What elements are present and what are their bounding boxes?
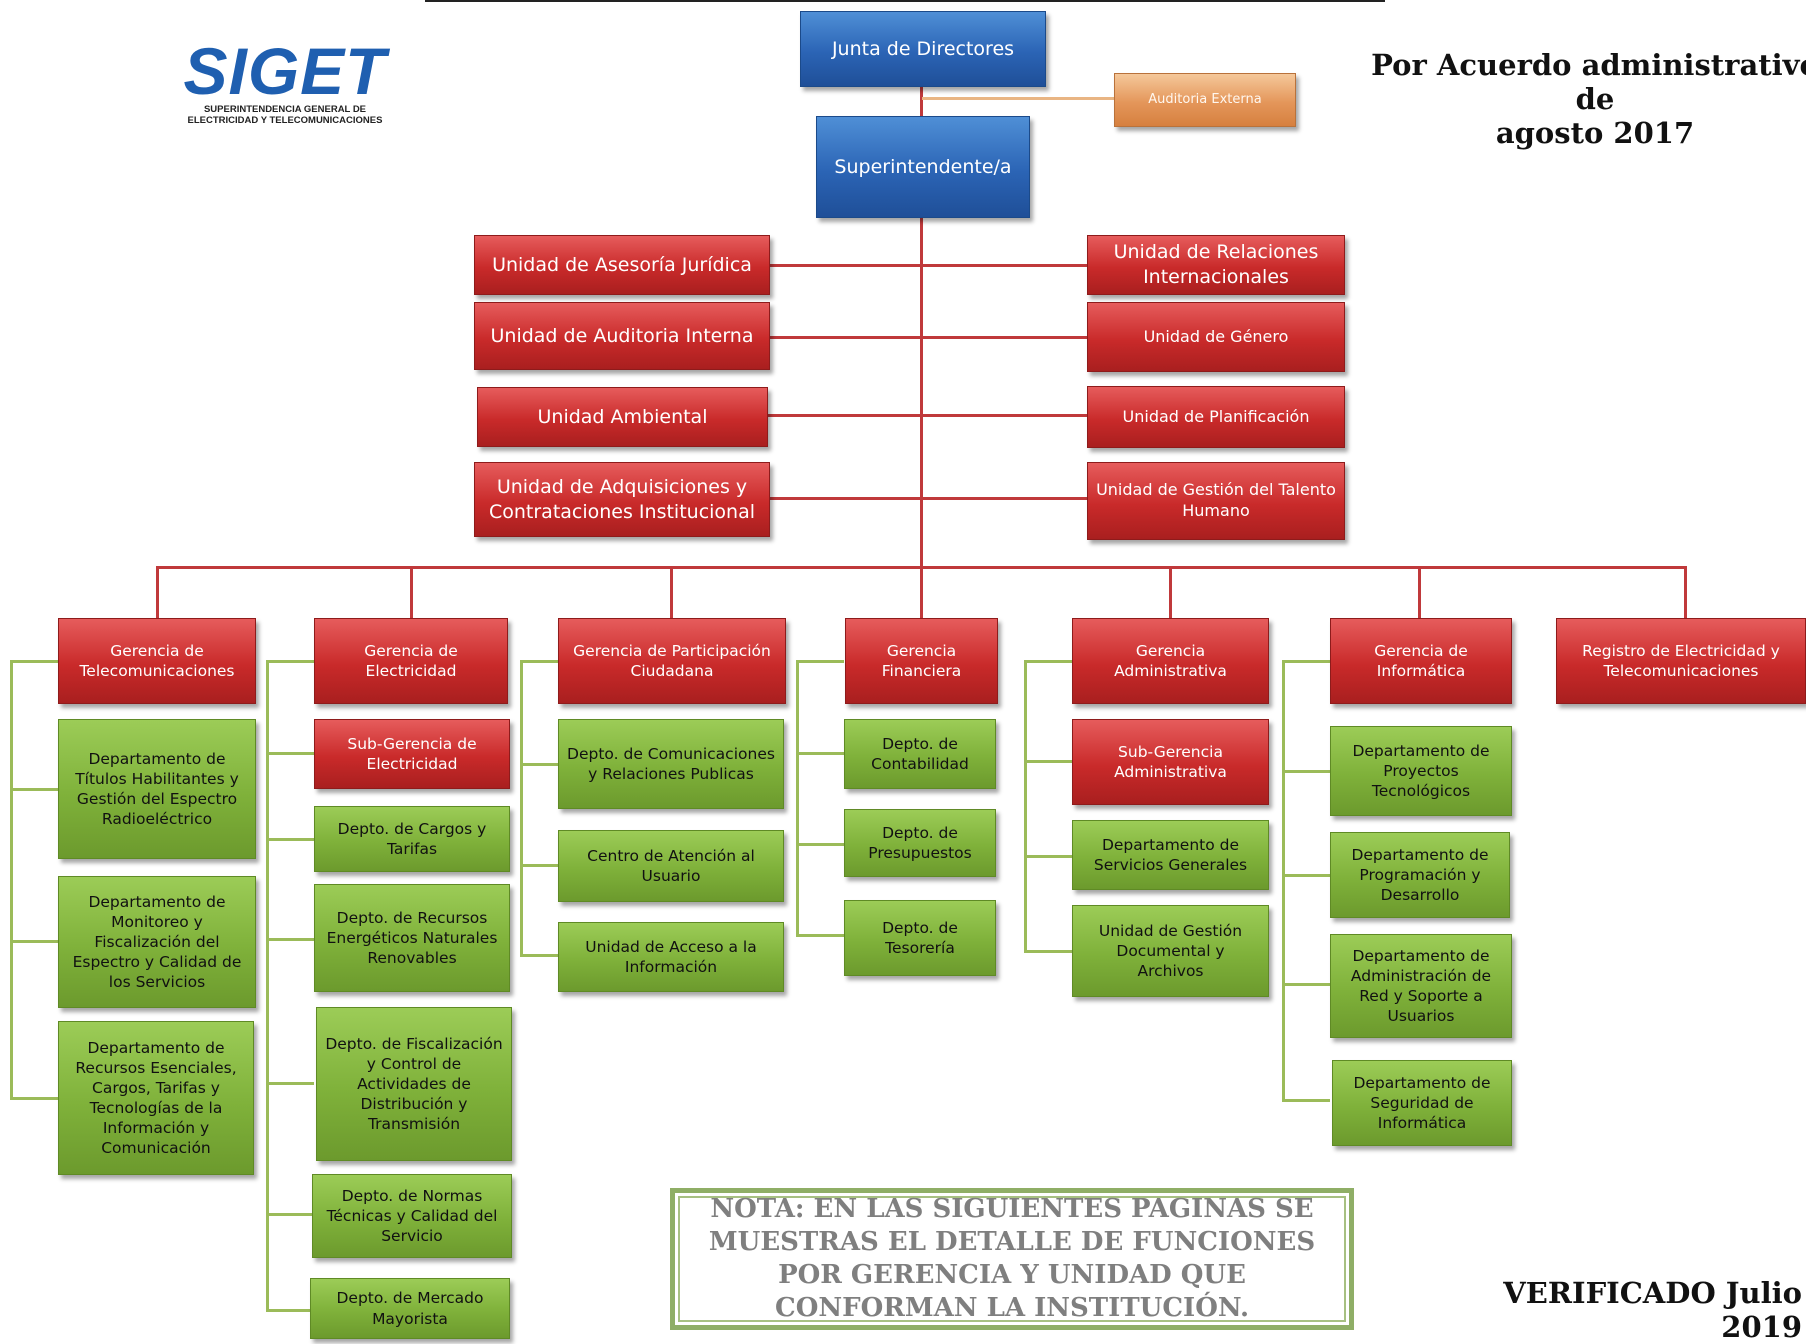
verificado-label: VERIFICADO Julio 2019 — [1503, 1276, 1802, 1344]
connector-line — [796, 934, 844, 937]
connector-line — [1282, 770, 1330, 773]
depto-recursos-energeticos-box: Depto. de Recursos Energéticos Naturales… — [314, 884, 510, 992]
connector-line — [266, 1213, 314, 1216]
connector-line — [266, 1082, 314, 1085]
unidad-adquisiciones-box: Unidad de Adquisiciones y Contrataciones… — [474, 462, 770, 537]
superintendente-box: Superintendente/a — [816, 116, 1030, 218]
connector-line — [768, 264, 1088, 267]
connector-line — [768, 497, 1088, 500]
connector-line — [920, 566, 923, 618]
gerencia-financiera-box: Gerencia Financiera — [845, 618, 998, 704]
connector-line — [266, 660, 314, 663]
connector-line — [10, 788, 58, 791]
gerencia-informatica-box: Gerencia de Informática — [1330, 618, 1512, 704]
connector-line — [1684, 566, 1687, 618]
connector-line — [1024, 950, 1072, 953]
connector-line — [1418, 566, 1421, 618]
connector-line — [796, 843, 844, 846]
centro-atencion-usuario-box: Centro de Atención al Usuario — [558, 830, 784, 902]
connector-line — [410, 566, 413, 618]
junta-directores-box: Junta de Directores — [800, 11, 1046, 87]
connector-line — [520, 763, 560, 766]
unidad-auditoria-interna-box: Unidad de Auditoria Interna — [474, 302, 770, 370]
logo-subtitle-1: SUPERINTENDENCIA GENERAL DE — [203, 104, 367, 115]
depto-cargos-tarifas-box: Depto. de Cargos y Tarifas — [314, 806, 510, 872]
registro-electricidad-telecomunicaciones-box: Registro de Electricidad y Telecomunicac… — [1556, 618, 1806, 704]
connector-line — [266, 752, 314, 755]
sub-gerencia-electricidad-box: Sub-Gerencia de Electricidad — [314, 719, 510, 789]
depto-recursos-esenciales-box: Departamento de Recursos Esenciales, Car… — [58, 1021, 254, 1175]
sub-gerencia-administrativa-box: Sub-Gerencia Administrativa — [1072, 719, 1269, 805]
connector-line — [1024, 660, 1027, 953]
connector-line — [1024, 760, 1072, 763]
depto-servicios-generales-box: Departamento de Servicios Generales — [1072, 820, 1269, 890]
nota-box: NOTA: EN LAS SIGUIENTES PAGINAS SE MUEST… — [670, 1188, 1354, 1330]
connector-line — [266, 1309, 314, 1312]
depto-presupuestos-box: Depto. de Presupuestos — [844, 809, 996, 877]
unidad-gestion-documental-box: Unidad de Gestión Documental y Archivos — [1072, 905, 1269, 997]
depto-administracion-red-box: Departamento de Administración de Red y … — [1330, 934, 1512, 1038]
unidad-acceso-informacion-box: Unidad de Acceso a la Información — [558, 922, 784, 992]
connector-line — [520, 864, 560, 867]
unidad-ambiental-box: Unidad Ambiental — [477, 387, 768, 447]
unidad-planificacion-box: Unidad de Planificación — [1087, 386, 1345, 448]
depto-contabilidad-box: Depto. de Contabilidad — [844, 719, 996, 789]
depto-normas-tecnicas-box: Depto. de Normas Técnicas y Calidad del … — [312, 1174, 512, 1258]
connector-line — [520, 954, 560, 957]
connector-line — [520, 660, 523, 957]
connector-line — [766, 414, 1088, 417]
connector-line — [1169, 566, 1172, 618]
gerencia-telecomunicaciones-box: Gerencia de Telecomunicaciones — [58, 618, 256, 704]
connector-line — [1282, 874, 1330, 877]
depto-proyectos-tecnologicos-box: Departamento de Proyectos Tecnológicos — [1330, 726, 1512, 816]
connector-line — [920, 86, 923, 116]
connector-line — [1282, 660, 1330, 663]
connector-line — [520, 660, 560, 663]
unidad-relaciones-internacionales-box: Unidad de Relaciones Internacionales — [1087, 235, 1345, 295]
connector-line — [796, 660, 844, 663]
connector-line — [922, 97, 1114, 100]
depto-comunicaciones-box: Depto. de Comunicaciones y Relaciones Pu… — [558, 719, 784, 809]
header-note-line2: agosto 2017 — [1495, 116, 1695, 150]
connector-line — [1282, 1099, 1330, 1102]
depto-monitoreo-fiscalizacion-box: Departamento de Monitoreo y Fiscalizació… — [58, 876, 256, 1008]
depto-seguridad-informatica-box: Departamento de Seguridad de Informática — [1332, 1060, 1512, 1146]
depto-mercado-mayorista-box: Depto. de Mercado Mayorista — [310, 1278, 510, 1339]
connector-line — [796, 752, 844, 755]
connector-line — [266, 660, 269, 1312]
connector-line — [768, 336, 1088, 339]
header-note: Por Acuerdo administrativo de agosto 201… — [1360, 48, 1806, 150]
nota-text: NOTA: EN LAS SIGUIENTES PAGINAS SE MUEST… — [708, 1194, 1316, 1323]
depto-tesoreria-box: Depto. de Tesorería — [844, 900, 996, 976]
connector-line — [10, 660, 13, 1100]
unidad-asesoria-juridica-box: Unidad de Asesoría Jurídica — [474, 235, 770, 295]
connector-line — [1024, 660, 1072, 663]
unidad-gestion-talento-humano-box: Unidad de Gestión del Talento Humano — [1087, 462, 1345, 540]
connector-line — [156, 566, 159, 618]
connector-line — [796, 660, 799, 937]
gerencia-participacion-ciudadana-box: Gerencia de Participación Ciudadana — [558, 618, 786, 704]
auditoria-externa-box: Auditoria Externa — [1114, 73, 1296, 127]
connector-line — [266, 938, 314, 941]
depto-fiscalizacion-distribucion-box: Depto. de Fiscalización y Control de Act… — [316, 1007, 512, 1161]
connector-line — [10, 660, 58, 663]
connector-line — [266, 838, 314, 841]
connector-line — [10, 940, 58, 943]
siget-logo: SIGET SUPERINTENDENCIA GENERAL DE ELECTR… — [150, 38, 420, 128]
connector-line — [920, 218, 923, 568]
connector-line — [1282, 983, 1330, 986]
connector-line — [1024, 855, 1072, 858]
logo-subtitle-2: ELECTRICIDAD Y TELECOMUNICACIONES — [187, 115, 383, 126]
unidad-genero-box: Unidad de Género — [1087, 302, 1345, 372]
logo-wordmark: SIGET — [183, 34, 387, 108]
depto-programacion-desarrollo-box: Departamento de Programación y Desarroll… — [1330, 832, 1510, 918]
header-note-line1: Por Acuerdo administrativo de — [1371, 48, 1806, 116]
connector-line — [10, 1097, 58, 1100]
depto-titulos-habilitantes-box: Departamento de Títulos Habilitantes y G… — [58, 719, 256, 859]
connector-line — [670, 566, 673, 618]
gerencia-administrativa-box: Gerencia Administrativa — [1072, 618, 1269, 704]
top-rule — [425, 0, 1385, 2]
connector-line — [1282, 660, 1285, 1102]
gerencia-electricidad-box: Gerencia de Electricidad — [314, 618, 508, 704]
